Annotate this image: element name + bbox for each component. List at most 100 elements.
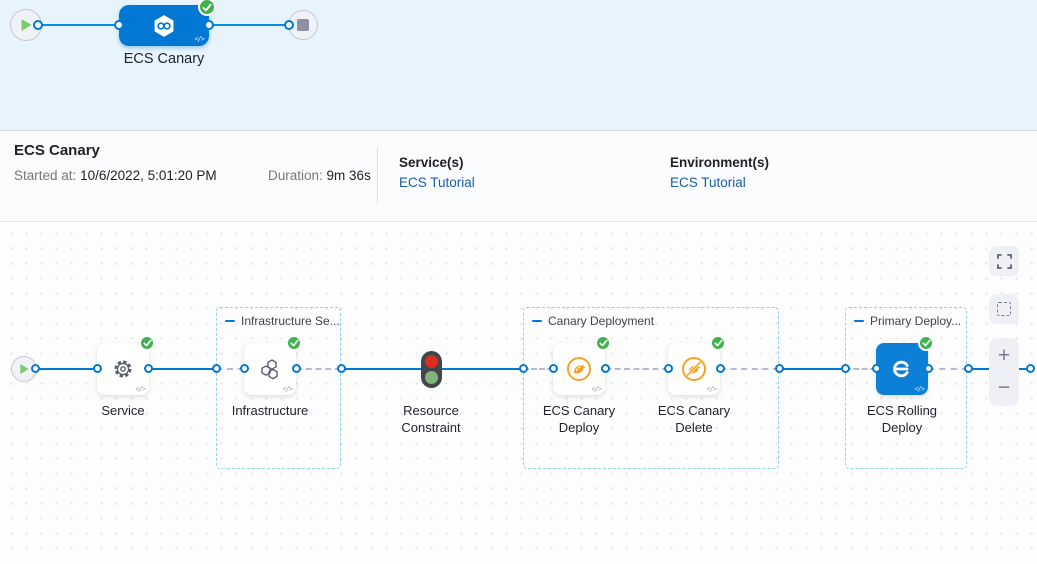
connector-point bbox=[601, 364, 610, 373]
minimap-stage-node-ecs-canary[interactable]: </> bbox=[119, 0, 216, 46]
connector-line bbox=[35, 368, 97, 370]
group-label-infrastructure: Infrastructure Se... bbox=[225, 314, 340, 328]
play-icon bbox=[21, 19, 31, 31]
success-check-badge bbox=[139, 335, 155, 351]
services-link[interactable]: ECS Tutorial bbox=[399, 175, 475, 190]
pipeline-title: ECS Canary bbox=[14, 142, 100, 159]
environments-link[interactable]: ECS Tutorial bbox=[670, 175, 746, 190]
dashed-connector-line bbox=[523, 368, 553, 370]
duration-value: 9m 36s bbox=[326, 168, 371, 183]
services-column: Service(s) ECS Tutorial bbox=[399, 155, 475, 190]
step-node-ecs-canary-delete[interactable]: </> bbox=[668, 335, 726, 395]
group-label-text: Primary Deploy... bbox=[870, 314, 962, 328]
fullscreen-button[interactable] bbox=[989, 246, 1019, 276]
step-node-service[interactable]: </> bbox=[97, 335, 155, 395]
dashed-connector-line bbox=[928, 368, 968, 370]
success-check-badge bbox=[198, 0, 216, 16]
collapse-group-icon[interactable] bbox=[225, 320, 235, 322]
minimap-connector-line bbox=[37, 24, 119, 26]
services-label: Service(s) bbox=[399, 155, 464, 170]
play-icon bbox=[19, 364, 29, 374]
marquee-select-button[interactable] bbox=[989, 294, 1019, 324]
dashed-connector-line bbox=[720, 368, 779, 370]
step-label-ecs-canary-deploy: ECS Canary Deploy bbox=[542, 403, 616, 435]
group-label-canary: Canary Deployment bbox=[532, 314, 654, 328]
connector-point bbox=[144, 364, 153, 373]
connector-line bbox=[149, 368, 216, 370]
step-node-ecs-canary-deploy[interactable]: </> bbox=[553, 335, 611, 395]
group-label-primary: Primary Deploy... bbox=[854, 314, 961, 328]
started-at: Started at: 10/6/2022, 5:01:20 PM bbox=[14, 168, 217, 183]
step-label-infrastructure: Infrastructure bbox=[231, 403, 309, 418]
connector-point bbox=[549, 364, 558, 373]
zoom-panel: + − bbox=[989, 338, 1019, 406]
connector-line bbox=[341, 368, 421, 370]
connector-point bbox=[872, 364, 881, 373]
connector-point bbox=[240, 364, 249, 373]
step-node-resource-constraint[interactable] bbox=[421, 351, 442, 388]
environments-column: Environment(s) ECS Tutorial bbox=[670, 155, 769, 190]
step-node-infrastructure[interactable]: </> bbox=[244, 335, 302, 395]
success-check-badge bbox=[595, 335, 611, 351]
rolling-deploy-icon bbox=[893, 360, 909, 378]
connector-point bbox=[284, 20, 294, 30]
connector-line bbox=[441, 368, 523, 370]
step-label-resource-constraint: Resource Constraint bbox=[401, 403, 461, 435]
success-check-badge bbox=[286, 335, 302, 351]
connector-point bbox=[924, 364, 933, 373]
duration: Duration: 9m 36s bbox=[268, 168, 371, 183]
minimap-connector-line bbox=[209, 24, 288, 26]
code-icon: </> bbox=[914, 385, 925, 393]
stop-icon bbox=[297, 19, 309, 31]
cd-hexagon-infinity-icon bbox=[154, 14, 174, 37]
success-check-badge bbox=[710, 335, 726, 351]
connector-point bbox=[841, 364, 850, 373]
code-icon: </> bbox=[706, 385, 717, 393]
stage-minimap: </> ECS Canary bbox=[0, 0, 1037, 131]
connector-point bbox=[1026, 364, 1035, 373]
execution-header: ECS Canary Started at: 10/6/2022, 5:01:2… bbox=[0, 131, 1037, 222]
code-icon: </> bbox=[194, 35, 205, 43]
header-divider bbox=[377, 147, 378, 203]
code-icon: </> bbox=[282, 385, 293, 393]
zoom-in-button[interactable]: + bbox=[997, 344, 1011, 367]
canary-delete-icon bbox=[682, 357, 706, 381]
dashed-connector-line bbox=[296, 368, 341, 370]
connector-point bbox=[204, 20, 214, 30]
environments-label: Environment(s) bbox=[670, 155, 770, 170]
connector-point bbox=[519, 364, 528, 373]
started-at-value: 10/6/2022, 5:01:20 PM bbox=[80, 168, 217, 183]
step-group-primary-deployment bbox=[845, 307, 967, 469]
connector-line bbox=[779, 368, 845, 370]
hexagons-icon bbox=[261, 359, 278, 380]
traffic-red-light bbox=[425, 355, 438, 368]
step-node-ecs-rolling-deploy[interactable]: </> bbox=[876, 335, 934, 395]
step-group-infrastructure bbox=[216, 307, 341, 469]
dashed-connector-line bbox=[216, 368, 244, 370]
connector-point bbox=[664, 364, 673, 373]
group-label-text: Canary Deployment bbox=[548, 314, 655, 328]
duration-label: Duration: bbox=[268, 168, 323, 183]
step-label-ecs-rolling-deploy: ECS Rolling Deploy bbox=[866, 403, 938, 435]
dashed-connector-line bbox=[605, 368, 668, 370]
canary-deploy-icon bbox=[567, 357, 591, 381]
zoom-out-button[interactable]: − bbox=[997, 376, 1011, 399]
connector-point bbox=[292, 364, 301, 373]
collapse-group-icon[interactable] bbox=[532, 320, 542, 322]
fullscreen-icon bbox=[996, 253, 1012, 269]
step-label-ecs-canary-delete: ECS Canary Delete bbox=[657, 403, 731, 435]
collapse-group-icon[interactable] bbox=[854, 320, 864, 322]
execution-graph-canvas[interactable]: Infrastructure Se... Canary Deployment P… bbox=[0, 222, 1037, 562]
connector-point bbox=[337, 364, 346, 373]
success-check-badge bbox=[918, 335, 934, 351]
connector-point bbox=[716, 364, 725, 373]
gear-icon bbox=[114, 360, 132, 378]
connector-point bbox=[33, 20, 43, 30]
code-icon: </> bbox=[135, 385, 146, 393]
started-at-label: Started at: bbox=[14, 168, 77, 183]
minimap-stage-label: ECS Canary bbox=[123, 51, 205, 67]
code-icon: </> bbox=[591, 385, 602, 393]
connector-point bbox=[964, 364, 973, 373]
connector-point bbox=[114, 20, 124, 30]
